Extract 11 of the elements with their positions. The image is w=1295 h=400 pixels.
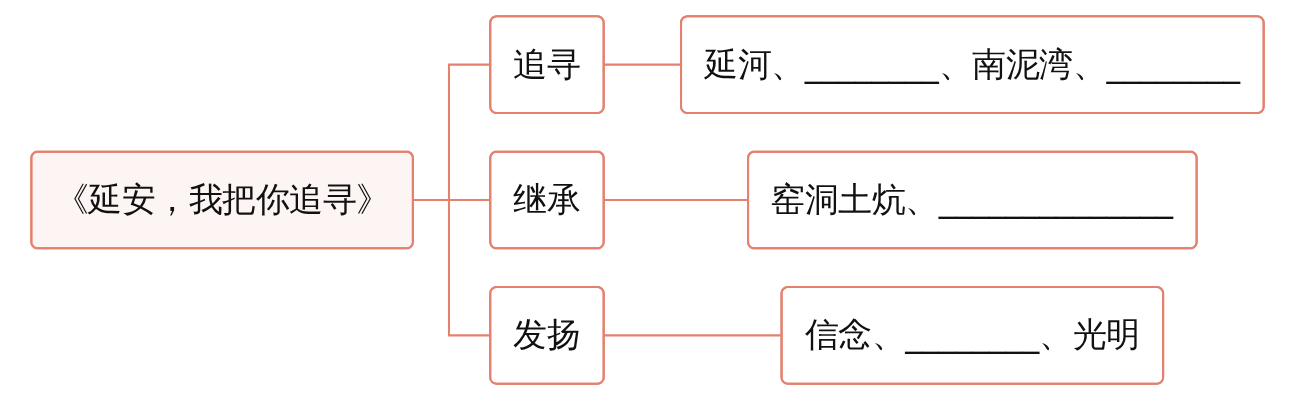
connector-line: [603, 63, 681, 66]
topic-box: 《延安，我把你追寻》: [30, 150, 414, 250]
connector-line: [603, 334, 782, 337]
branch-box: 延河、________、南泥湾、________: [680, 15, 1265, 114]
connector-line: [412, 198, 491, 337]
branch-box: 追寻: [489, 15, 605, 114]
connector-line: [603, 198, 749, 202]
branch-box: 信念、________、光明: [780, 286, 1165, 385]
branch-box: 窑洞土炕、______________: [747, 150, 1198, 250]
branch-box: 发扬: [489, 286, 605, 385]
branch-box: 继承: [489, 150, 605, 250]
